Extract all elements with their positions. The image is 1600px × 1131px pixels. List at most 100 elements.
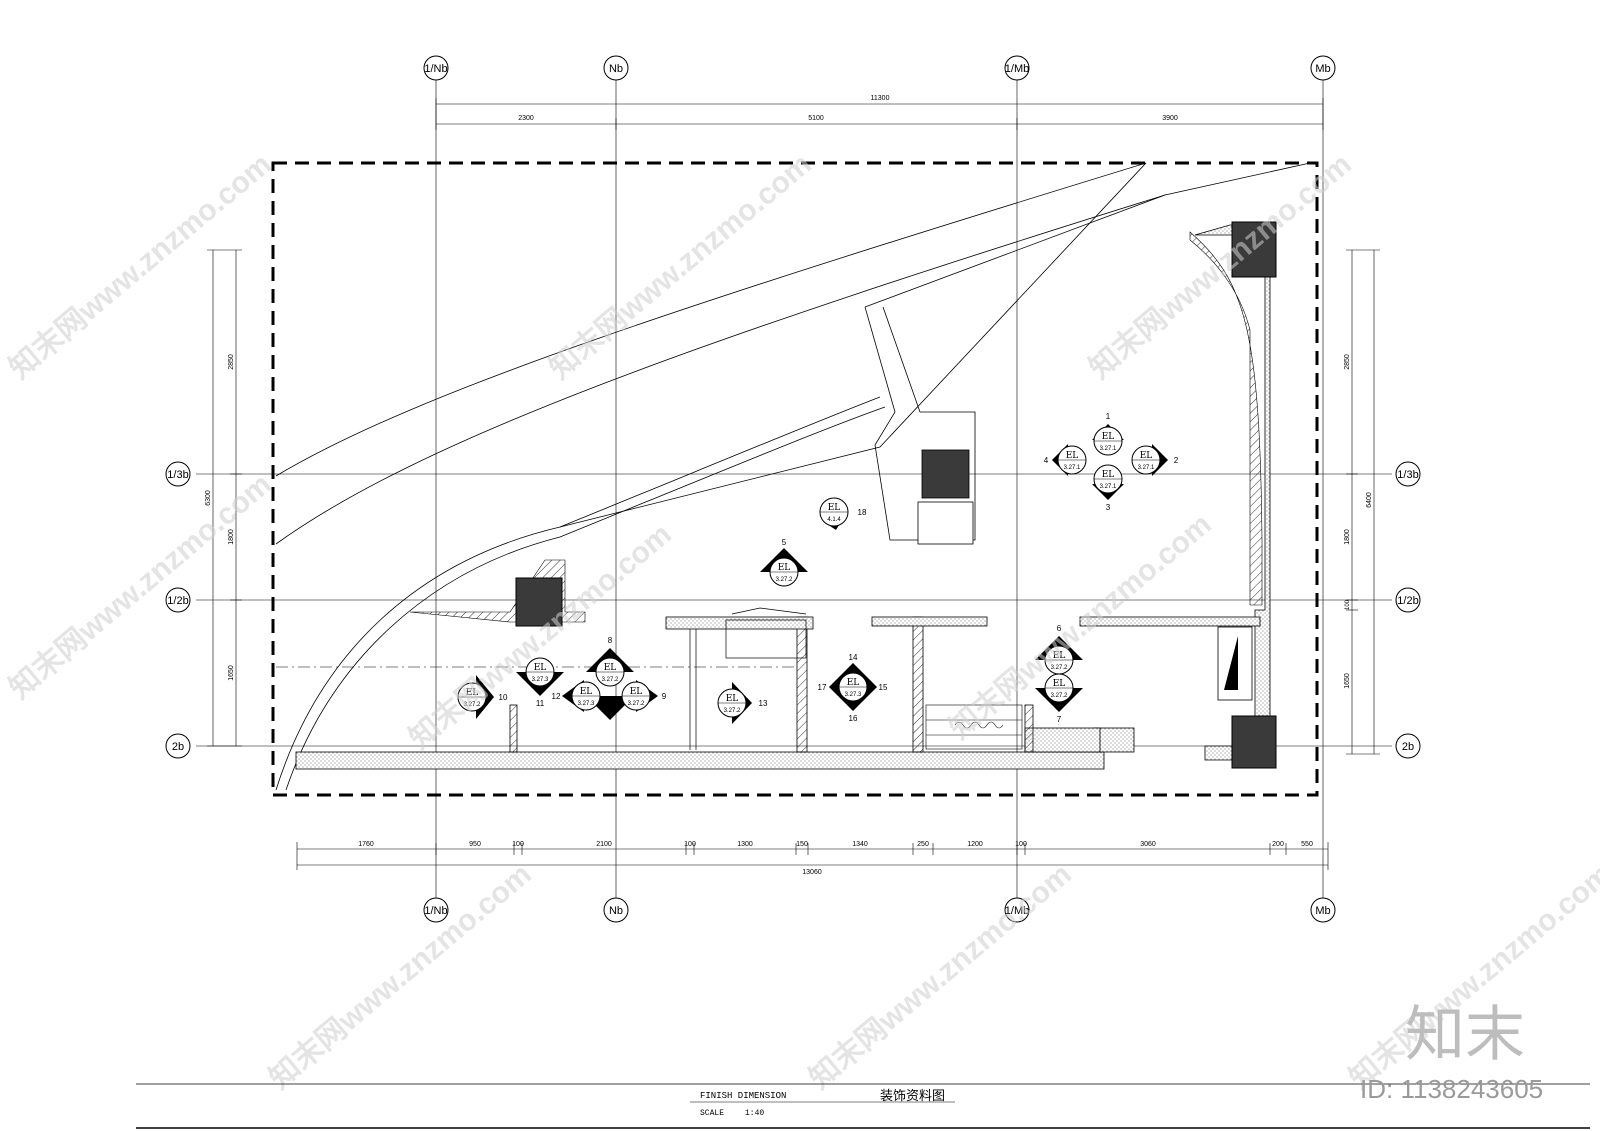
el-ref: 3.27.2 [776, 577, 793, 583]
el-num: 13 [759, 699, 768, 708]
el-marker-18[interactable]: EL 4.1.4 18 [819, 497, 867, 530]
el-ref: 3.27.2 [1051, 693, 1068, 699]
el-num: 12 [552, 692, 561, 701]
el-ref: 3.27.3 [845, 692, 862, 698]
el-marker-14-17[interactable]: EL 3.27.3 14 15 16 17 [818, 653, 888, 723]
el-markers: EL 3.27.1 EL 3.27.1 EL 3.27.1 EL 3.27.1 … [457, 412, 1179, 724]
el-num: 2 [1174, 456, 1179, 465]
grid-label: Nb [609, 905, 623, 917]
el-label: EL [1102, 470, 1115, 480]
el-num: 18 [858, 508, 867, 517]
el-marker-13[interactable]: EL 3.27.2 13 [717, 682, 768, 724]
dim-text: 1300 [737, 841, 753, 848]
curved-walls [275, 162, 1311, 791]
image-id: ID: 1138243605 [1360, 1074, 1543, 1104]
el-ref: 3.27.1 [1064, 465, 1081, 471]
grid-label: 1/Mb [1005, 905, 1029, 917]
el-marker-5[interactable]: EL 3.27.2 5 [760, 538, 808, 587]
dimension-right [1346, 249, 1380, 755]
el-label: EL [828, 503, 841, 513]
el-label: EL [1066, 451, 1079, 461]
dim-text: 100 [1345, 599, 1351, 610]
dim-text: 2850 [1344, 354, 1351, 370]
dim-text: 1760 [358, 841, 374, 848]
el-label: EL [1102, 432, 1115, 442]
brand-logo: 知末 ID: 1138243605 [1360, 1001, 1543, 1104]
plan-boundary [271, 161, 1319, 797]
el-num: 7 [1057, 715, 1062, 724]
el-marker-11[interactable]: EL 3.27.3 11 [516, 657, 564, 708]
logo-text: 知末 [1405, 1001, 1525, 1068]
title-block: FINISH DIMENSION 装饰资料图 SCALE 1:40 [136, 1083, 1590, 1129]
kiosk-wall [864, 306, 976, 545]
el-num: 1 [1106, 412, 1111, 421]
el-num: 4 [1044, 456, 1049, 465]
counters [665, 616, 1261, 630]
drawing-title-en: FINISH DIMENSION [700, 1091, 786, 1101]
grid-label: 1/Mb [1005, 63, 1029, 75]
el-num: 15 [879, 683, 888, 692]
watermark-text: 知末网www.znzmo.com [263, 858, 537, 1096]
el-num: 8 [608, 636, 613, 645]
dim-left-texts: 6300 2850 1800 1650 [205, 354, 235, 681]
grid-label: 1/2b [167, 595, 188, 607]
watermark-text: 知末网www.znzmo.com [803, 858, 1077, 1096]
dim-text: 5100 [808, 115, 824, 122]
el-marker-group-a[interactable]: EL 3.27.1 EL 3.27.1 EL 3.27.1 EL 3.27.1 … [1044, 412, 1179, 512]
dim-text: 3060 [1140, 841, 1156, 848]
grid-bubbles: 1/Nb Nb 1/Mb Mb 1/Nb Nb 1/Mb Mb [165, 55, 1421, 923]
grid-label: 1/Nb [424, 905, 447, 917]
el-num: 10 [499, 693, 508, 702]
dim-text: 2300 [518, 115, 534, 122]
grid-label: Nb [609, 63, 623, 75]
dim-text: 2100 [596, 841, 612, 848]
dim-text: 100 [684, 841, 696, 848]
right-wall [1189, 221, 1277, 769]
drawing-title-cn: 装饰资料图 [880, 1088, 945, 1103]
el-num: 9 [662, 692, 667, 701]
dim-text: 550 [1301, 841, 1313, 848]
watermark-text: 知末网www.znzmo.com [403, 518, 677, 756]
el-num: 16 [849, 714, 858, 723]
dim-text: 150 [796, 841, 808, 848]
el-label: EL [778, 563, 791, 573]
el-marker-group-b[interactable]: EL 3.27.2 EL 3.27.3 EL 3.27.2 8 9 12 [552, 636, 667, 720]
watermark-text: 知末网www.znzmo.com [3, 468, 277, 706]
el-ref: 3.27.3 [532, 677, 549, 683]
el-num: 3 [1106, 503, 1111, 512]
el-num: 5 [782, 538, 787, 547]
el-label: EL [534, 663, 547, 673]
dim-text: 13060 [802, 869, 822, 876]
el-ref: 3.27.1 [1138, 465, 1155, 471]
bike-rack [925, 704, 1023, 750]
reception-desk [689, 607, 807, 750]
watermark-text: 知末网www.znzmo.com [543, 148, 817, 386]
dim-text: 100 [1015, 841, 1027, 848]
grid-lines [196, 80, 1392, 900]
el-marker-6-7[interactable]: EL 3.27.2 EL 3.27.2 6 7 [1035, 624, 1083, 724]
el-label: EL [466, 688, 479, 698]
el-ref: 3.27.2 [602, 677, 619, 683]
el-label: EL [726, 694, 739, 704]
dim-text: 1800 [1344, 529, 1351, 545]
dim-text: 1650 [228, 665, 235, 681]
dim-text: 1650 [1344, 673, 1351, 689]
dim-text: 1200 [967, 841, 983, 848]
dim-text: 1340 [852, 841, 868, 848]
left-column [409, 559, 586, 627]
dim-text: 3900 [1162, 115, 1178, 122]
grid-label: 1/Nb [424, 63, 447, 75]
dim-text: 250 [917, 841, 929, 848]
el-ref: 3.27.2 [464, 702, 481, 708]
grid-bubble-top-1: 1/Nb [423, 55, 449, 81]
el-label: EL [580, 687, 593, 697]
el-label: EL [847, 678, 860, 688]
bottom-wall [295, 616, 1135, 770]
grid-label: 2b [172, 741, 184, 753]
grid-label: 2b [1402, 741, 1414, 753]
dimension-left [207, 249, 242, 747]
dim-text: 6300 [205, 490, 212, 506]
el-marker-10[interactable]: EL 3.27.2 10 [457, 675, 508, 719]
el-ref: 3.27.2 [724, 708, 741, 714]
